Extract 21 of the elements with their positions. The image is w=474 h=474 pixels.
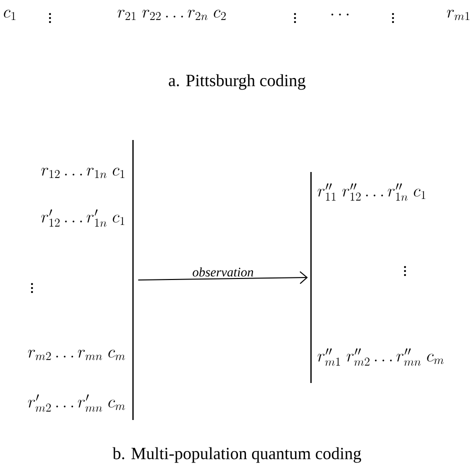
formula: $\vdots$: [392, 13, 394, 23]
formula: $r'_{m2}\ldots r'_{mn}\;c_m$: [28, 394, 125, 412]
bracket-group: [310, 172, 444, 383]
formula: $\vdots$: [31, 283, 33, 293]
arrow: [138, 271, 308, 284]
formula: $c_1$: [4, 10, 16, 20]
formula: $\vdots$: [294, 13, 296, 23]
edge-label: observation: [192, 267, 254, 277]
formula: $r''_{m1}\;r''_{m2}\ldots r''_{mn}\;c_m$: [318, 348, 444, 366]
formula: $r_{m1}$: [447, 10, 470, 20]
caption: a. Pittsburgh coding: [168, 74, 306, 90]
formula: $r''_{11}\;r''_{12}\ldots r''_{1n}\;c_1$: [318, 183, 426, 201]
formula: $r'_{12}\ldots r'_{1n}\;c_1$: [41, 209, 124, 227]
formula: $\vdots$: [404, 266, 406, 276]
formula: $r_{m2}\ldots r_{mn}\;c_m$: [28, 350, 125, 360]
bracket-group: [28, 140, 134, 420]
formula: $\cdots$: [331, 14, 349, 16]
formula: $\vdots$: [49, 13, 51, 23]
caption: b. Multi-population quantum coding: [112, 447, 362, 463]
formula: $r_{21}\;r_{22}\ldots r_{2n}\;c_2$: [118, 10, 226, 20]
formula: $r_{12}\ldots r_{1n}\;c_1$: [41, 168, 124, 178]
